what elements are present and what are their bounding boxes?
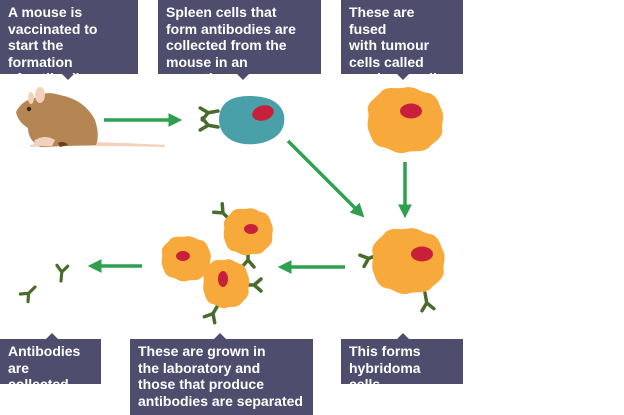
label-vaccinate-text: A mouse is vaccinated to start the forma… bbox=[8, 4, 98, 86]
label-vaccinate-pointer bbox=[62, 74, 74, 80]
mouse-icon bbox=[16, 87, 165, 147]
label-vaccinate: A mouse is vaccinated to start the forma… bbox=[0, 0, 138, 86]
label-fuse: These are fused with tumour cells called… bbox=[341, 0, 463, 86]
arrow-spleen-to-hybridoma bbox=[286, 139, 365, 218]
label-fuse-pointer bbox=[397, 74, 409, 80]
label-collect: Antibodies are collected bbox=[0, 339, 101, 392]
label-hybridoma-pointer bbox=[397, 333, 409, 339]
myeloma-cell-icon bbox=[367, 87, 444, 154]
label-hybridoma: This forms hybridoma cells bbox=[341, 339, 463, 392]
label-grow-pointer bbox=[214, 333, 226, 339]
label-hybridoma-text: This forms hybridoma cells bbox=[349, 343, 421, 392]
antibody-icon bbox=[18, 263, 70, 304]
label-fuse-text: These are fused with tumour cells called… bbox=[349, 4, 445, 86]
label-spleen-pointer bbox=[237, 74, 249, 80]
label-grow: These are grown in the laboratory and th… bbox=[130, 339, 313, 415]
label-grow-text: These are grown in the laboratory and th… bbox=[138, 343, 303, 409]
spleen-cell-icon bbox=[198, 95, 285, 145]
hybridoma-cluster-icon bbox=[161, 201, 273, 325]
label-spleen: Spleen cells that form antibodies are co… bbox=[158, 0, 321, 86]
label-collect-pointer bbox=[46, 333, 58, 339]
label-collect-text: Antibodies are collected bbox=[8, 343, 81, 392]
label-spleen-text: Spleen cells that form antibodies are co… bbox=[166, 4, 296, 86]
hybridoma-cell-icon bbox=[358, 228, 445, 313]
